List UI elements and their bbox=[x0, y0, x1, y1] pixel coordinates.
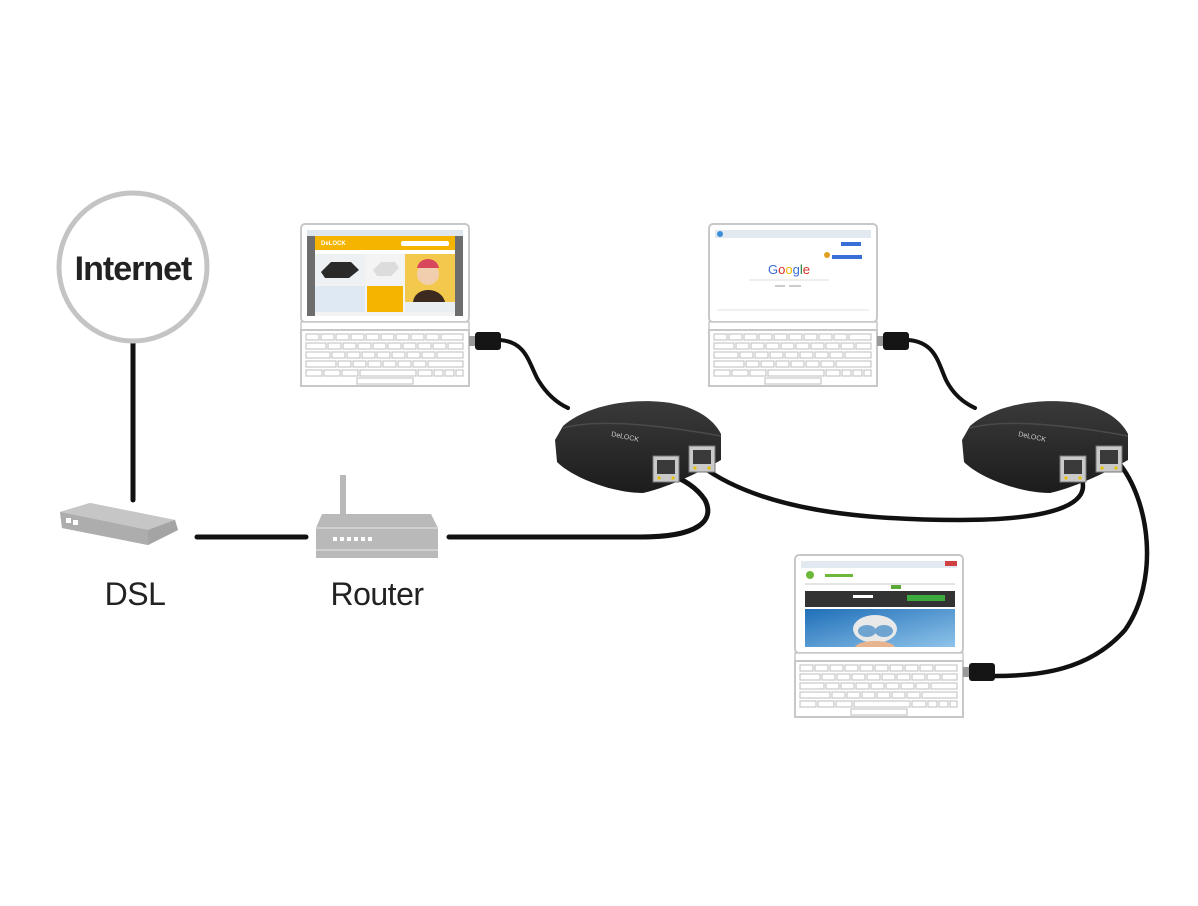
cable-laptop1-adapter-1 bbox=[498, 338, 570, 410]
svg-text:Google: Google bbox=[768, 262, 810, 277]
usb-ethernet-adapter-2 bbox=[961, 400, 1129, 494]
cable-adapter1-adapter2 bbox=[697, 462, 1086, 523]
cable-router-adapter-1 bbox=[446, 471, 711, 540]
dsl-label: DSL bbox=[105, 576, 166, 612]
dsl-modem-icon bbox=[60, 503, 178, 545]
cable-adapter2-laptop-3 bbox=[992, 459, 1150, 679]
laptop-3-usb-plug bbox=[963, 663, 995, 681]
laptop-2-usb-plug bbox=[877, 332, 909, 350]
laptop-1-screen: DeLOCK bbox=[307, 230, 463, 316]
cables bbox=[130, 338, 1150, 679]
svg-text:DeLOCK: DeLOCK bbox=[321, 241, 346, 247]
internet-node: Internet bbox=[56, 190, 210, 344]
laptop-2-screen: Google bbox=[715, 230, 871, 316]
internet-label: Internet bbox=[75, 250, 192, 288]
router-icon bbox=[316, 475, 438, 558]
cable-laptop2-adapter-2 bbox=[906, 338, 977, 410]
laptop-2: Google bbox=[708, 223, 909, 387]
dsl-modem: DSL bbox=[60, 503, 178, 612]
internet-circle bbox=[56, 190, 210, 344]
laptop-1: DeLOCK bbox=[300, 223, 501, 387]
usb-ethernet-adapter-1 bbox=[554, 400, 722, 494]
router-label: Router bbox=[330, 576, 424, 612]
laptop-1-usb-plug bbox=[469, 332, 501, 350]
router: Router bbox=[316, 475, 438, 612]
laptop-3 bbox=[794, 554, 995, 718]
laptop-3-screen bbox=[801, 561, 957, 647]
